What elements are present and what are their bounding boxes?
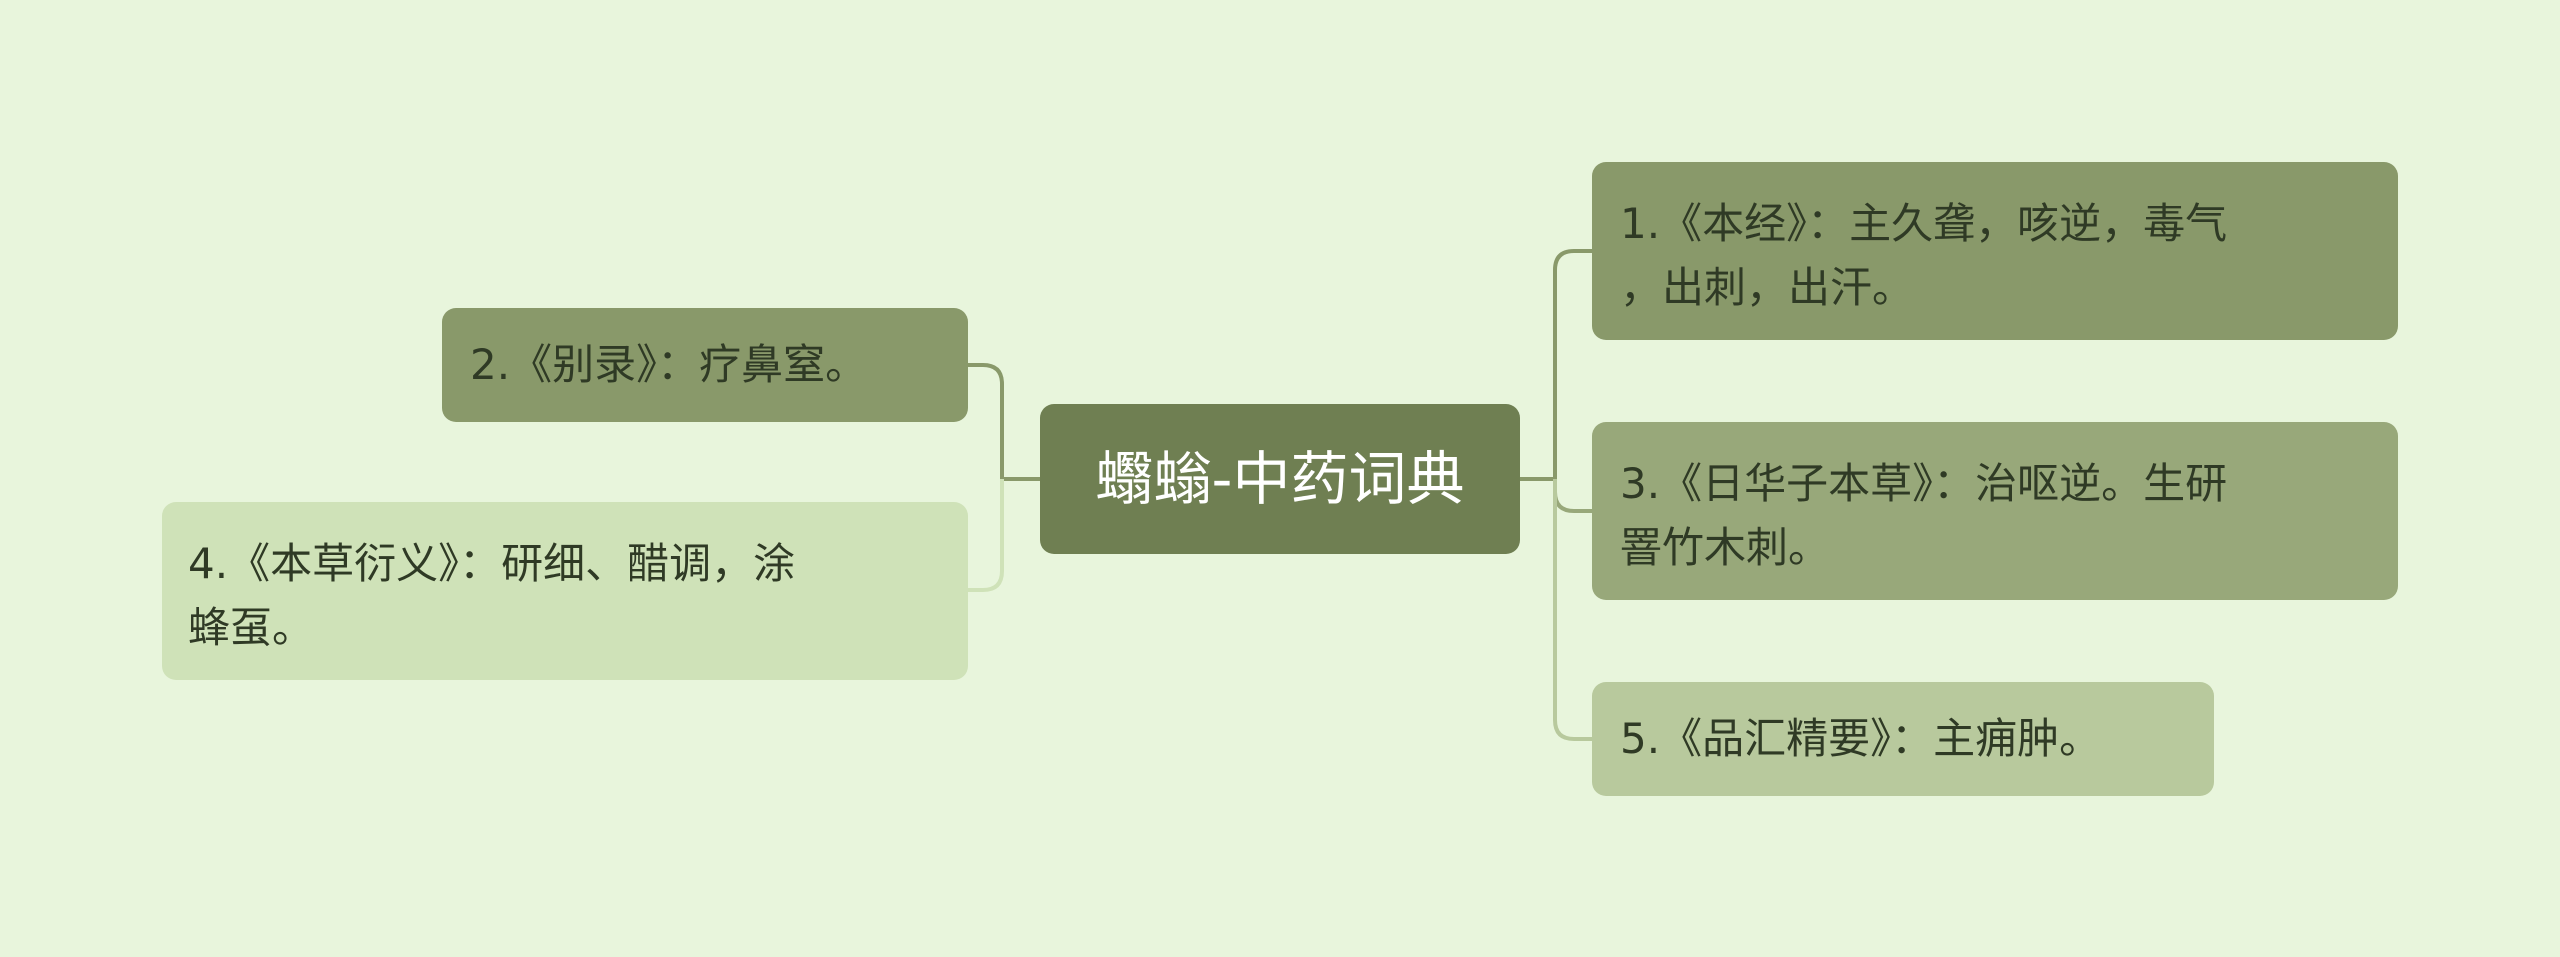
connector-to-node-1: [1520, 249, 1592, 481]
connector-to-node-4: [968, 479, 1004, 592]
topic-node-1-label: 1.《本经》：主久聋，咳逆，毒气 ，出刺，出汗。: [1620, 199, 2228, 312]
central-topic-label: 蠮螉-中药词典: [1095, 445, 1465, 513]
topic-node-2-label: 2.《别录》：疗鼻窒。: [470, 340, 868, 389]
topic-node-3-label: 3.《日华子本草》：治呕逆。生研 罯竹木刺。: [1620, 459, 2228, 572]
topic-node-3[interactable]: 3.《日华子本草》：治呕逆。生研 罯竹木刺。: [1592, 422, 2398, 600]
topic-node-4-label: 4.《本草衍义》：研细、醋调，涂 蜂虿。: [188, 539, 796, 652]
topic-node-2[interactable]: 2.《别录》：疗鼻窒。: [442, 308, 968, 422]
central-topic[interactable]: 蠮螉-中药词典: [1040, 404, 1520, 554]
topic-node-4[interactable]: 4.《本草衍义》：研细、醋调，涂 蜂虿。: [162, 502, 968, 680]
connector-to-node-3: [1553, 479, 1592, 513]
connector-to-node-5: [1553, 479, 1592, 741]
topic-node-5[interactable]: 5.《品汇精要》：主痈肿。: [1592, 682, 2214, 796]
connector-to-node-2: [968, 363, 1040, 481]
topic-node-5-label: 5.《品汇精要》：主痈肿。: [1620, 714, 2102, 763]
topic-node-1[interactable]: 1.《本经》：主久聋，咳逆，毒气 ，出刺，出汗。: [1592, 162, 2398, 340]
